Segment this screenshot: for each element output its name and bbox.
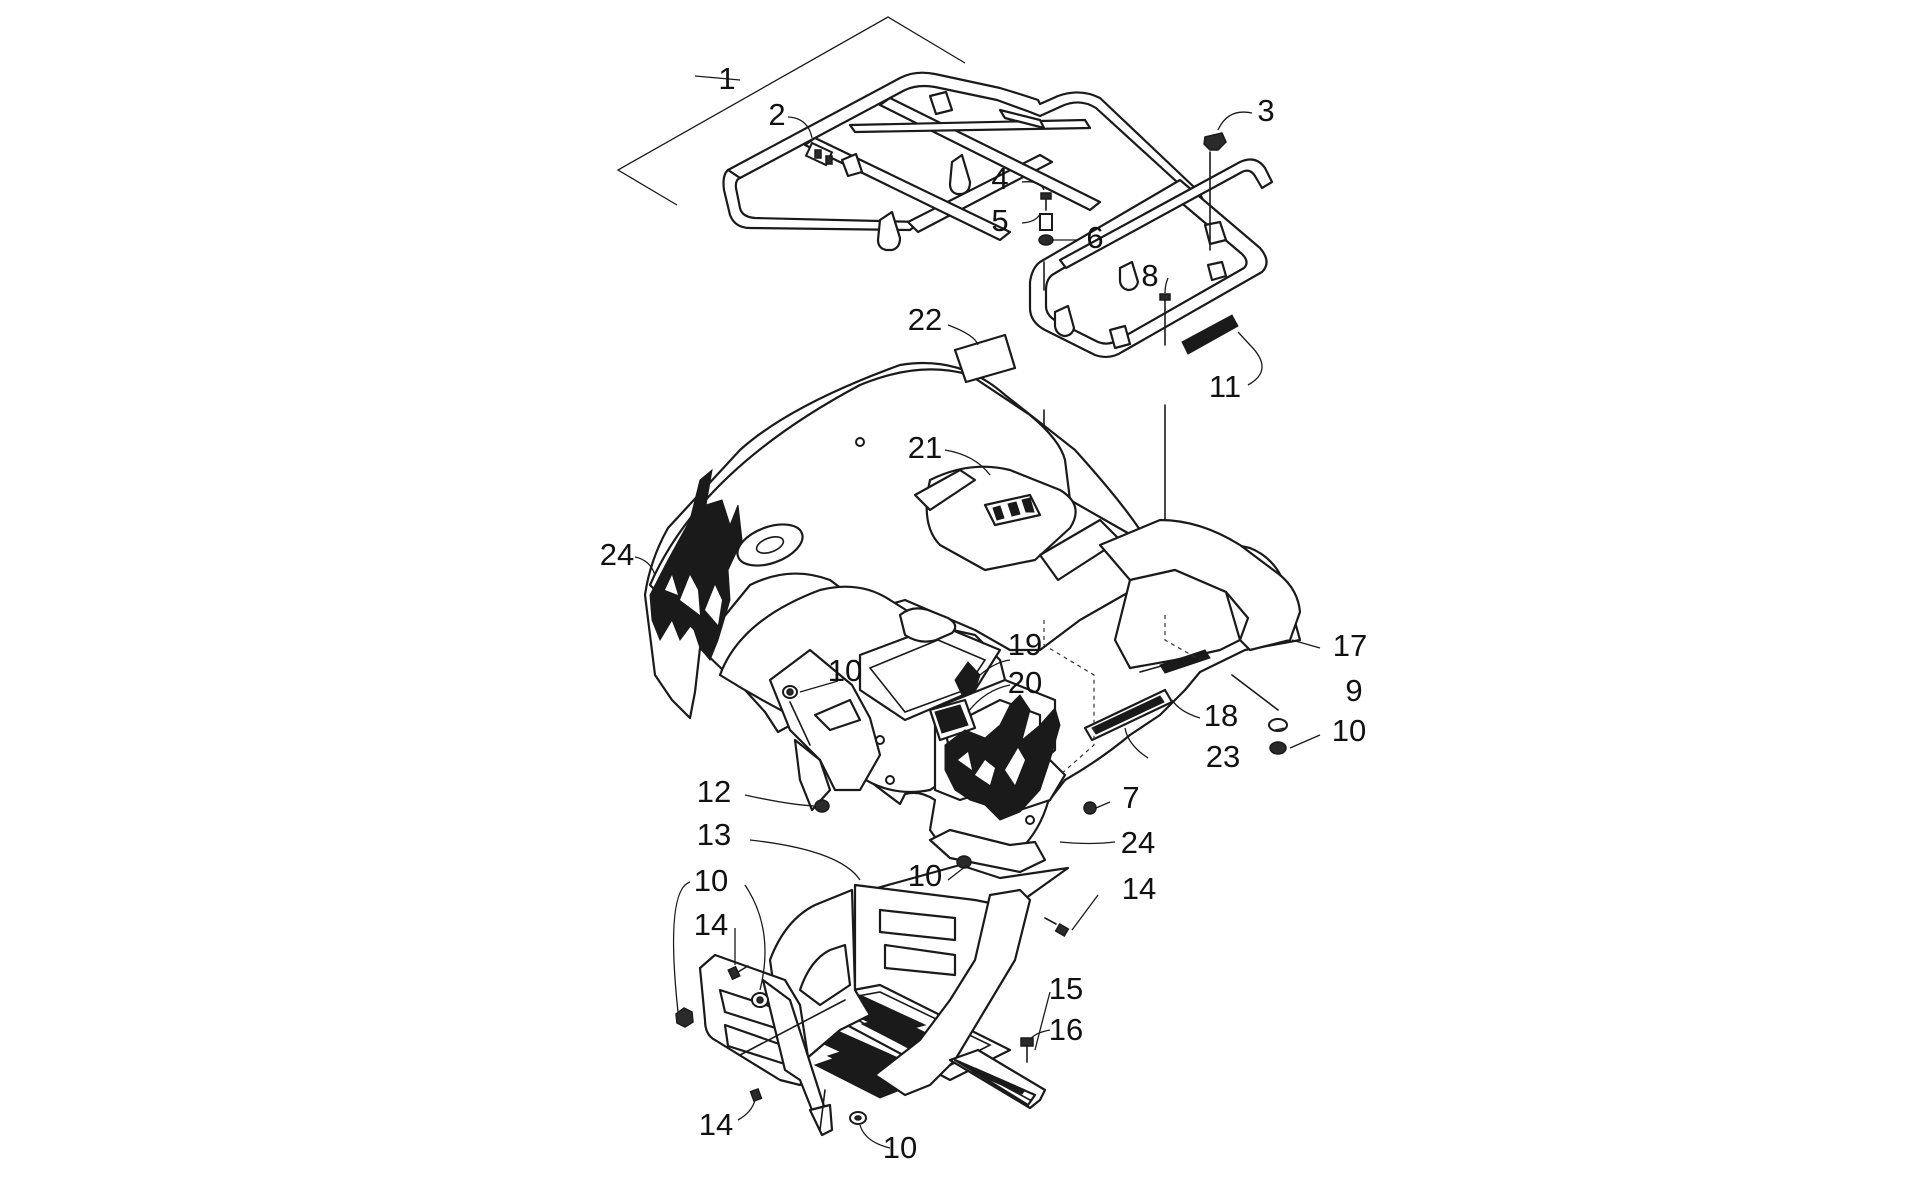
bolt-14-right[interactable] (1044, 917, 1070, 937)
label-4: 4 (991, 161, 1008, 196)
washer-10-lower[interactable] (751, 992, 769, 1008)
nut-7[interactable] (1083, 801, 1097, 815)
label-10-bottom: 10 (883, 1130, 917, 1165)
bolt-14-bottom[interactable] (749, 1087, 763, 1103)
label-1: 1 (718, 61, 735, 96)
label-24-left: 24 (600, 537, 634, 572)
label-6: 6 (1086, 220, 1103, 255)
callout-labels: 1 2 3 4 5 6 7 8 9 10 10 10 10 10 11 12 1… (600, 61, 1367, 1165)
label-10-mid: 10 (908, 858, 942, 893)
label-15: 15 (1049, 971, 1083, 1006)
cap-3[interactable] (1203, 132, 1227, 151)
bolt-4[interactable] (1040, 192, 1052, 211)
latch-2[interactable] (804, 141, 834, 167)
flame-decal-right[interactable] (944, 694, 1061, 821)
label-23: 23 (1206, 739, 1240, 774)
label-10-lower-left: 10 (694, 863, 728, 898)
label-17: 17 (1333, 628, 1367, 663)
label-12: 12 (697, 774, 731, 809)
nut-10-bottom[interactable] (849, 1111, 867, 1125)
leaders (634, 111, 1321, 1149)
rear-fender[interactable] (643, 361, 1302, 874)
sticker-22[interactable] (953, 333, 1017, 384)
label-5: 5 (991, 203, 1008, 238)
label-7: 7 (1122, 780, 1139, 815)
label-14-right: 14 (1122, 871, 1156, 906)
nut-10-lower-left[interactable] (675, 1007, 694, 1028)
spacer-5[interactable] (1039, 213, 1053, 231)
label-14-bottom: 14 (699, 1107, 733, 1142)
label-22: 22 (908, 302, 942, 337)
nut-10-left[interactable] (782, 685, 798, 699)
nut-10-mid[interactable] (956, 855, 972, 869)
step-plate-15[interactable] (948, 1048, 1047, 1110)
bolt-8[interactable] (1159, 293, 1171, 313)
label-10-right: 10 (1332, 713, 1366, 748)
label-16: 16 (1049, 1012, 1083, 1047)
flame-decal-left[interactable] (649, 468, 743, 661)
nut-10-right[interactable] (1269, 741, 1287, 755)
label-8: 8 (1141, 258, 1158, 293)
label-24-right: 24 (1121, 825, 1155, 860)
label-3: 3 (1257, 93, 1274, 128)
label-9: 9 (1345, 673, 1362, 708)
nut-6[interactable] (1038, 234, 1054, 246)
bolt-16[interactable] (1020, 1037, 1034, 1063)
rear-rack[interactable] (722, 71, 1274, 359)
label-20: 20 (1008, 665, 1042, 700)
label-14-left: 14 (694, 907, 728, 942)
label-2: 2 (768, 97, 785, 132)
plug-12[interactable] (814, 799, 830, 813)
label-18: 18 (1204, 698, 1238, 733)
label-19: 19 (1008, 627, 1042, 662)
bolt-14-left[interactable] (727, 965, 749, 981)
label-11: 11 (1209, 369, 1241, 404)
label-21: 21 (908, 430, 942, 465)
label-13: 13 (697, 817, 731, 852)
label-10-left: 10 (828, 653, 862, 688)
assembly-bracket (616, 16, 966, 206)
